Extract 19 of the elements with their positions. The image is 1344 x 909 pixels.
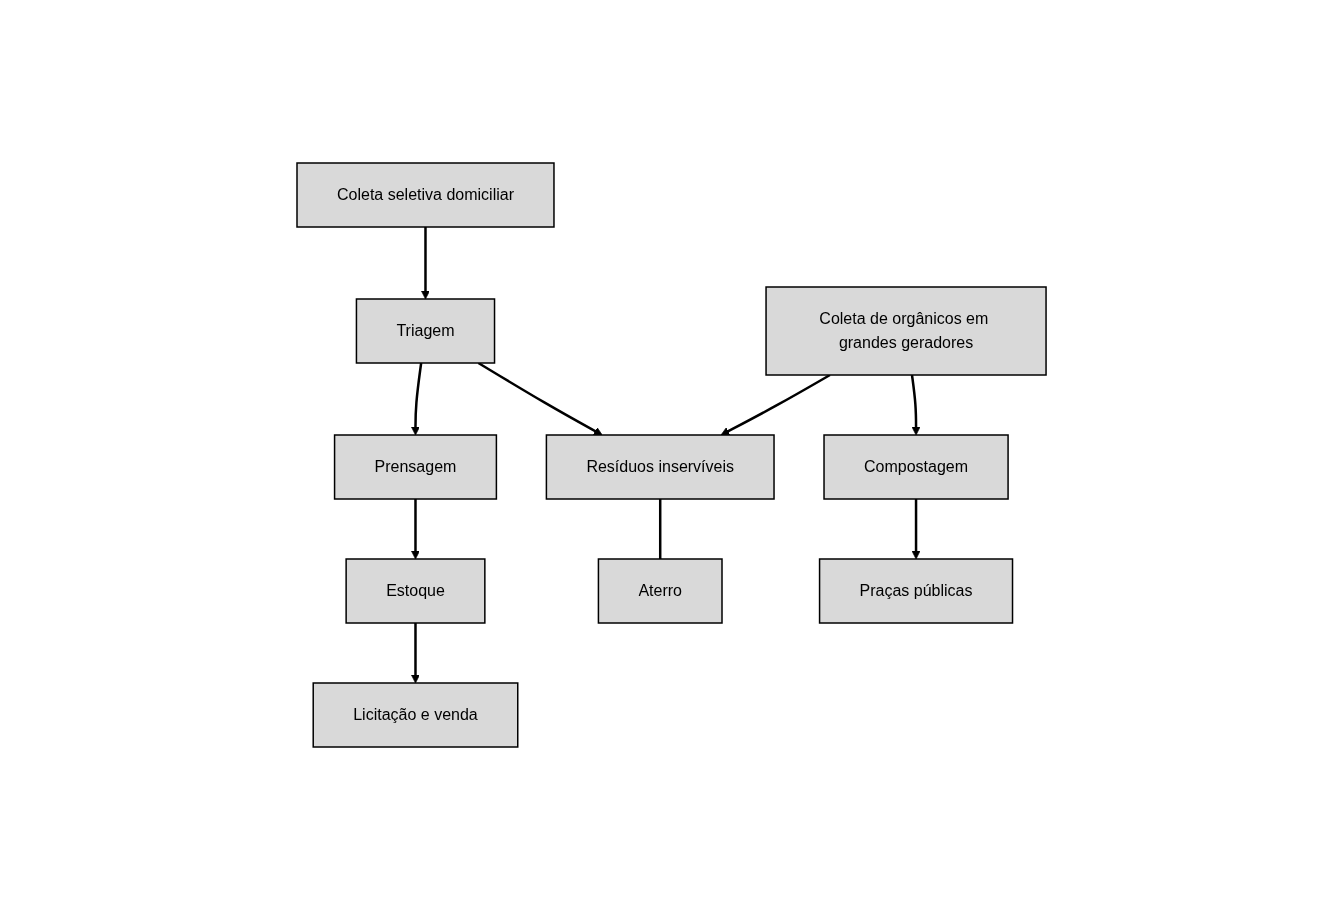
arrow	[912, 498, 921, 559]
node-box: Estoque	[345, 557, 487, 624]
arrow	[411, 498, 421, 559]
node-box: Resíduos inservíveis	[546, 433, 776, 500]
connector	[659, 498, 662, 559]
node-box: Compostagem	[823, 433, 1010, 500]
arrow	[411, 622, 421, 683]
node-box: Coleta de orgânicos em grandes geradores	[765, 285, 1048, 376]
arrow	[721, 373, 832, 435]
node-box: Coleta seletiva domiciliar	[296, 161, 556, 228]
node-box: Aterro	[598, 557, 724, 624]
arrow	[411, 362, 423, 435]
arrow	[478, 361, 604, 435]
arrow	[911, 374, 921, 435]
node-box: Licitação e venda	[312, 681, 519, 748]
node-box: Praças públicas	[819, 557, 1014, 624]
node-box: Triagem	[356, 297, 496, 364]
arrow	[421, 226, 431, 299]
node-box: Prensagem	[334, 433, 498, 500]
